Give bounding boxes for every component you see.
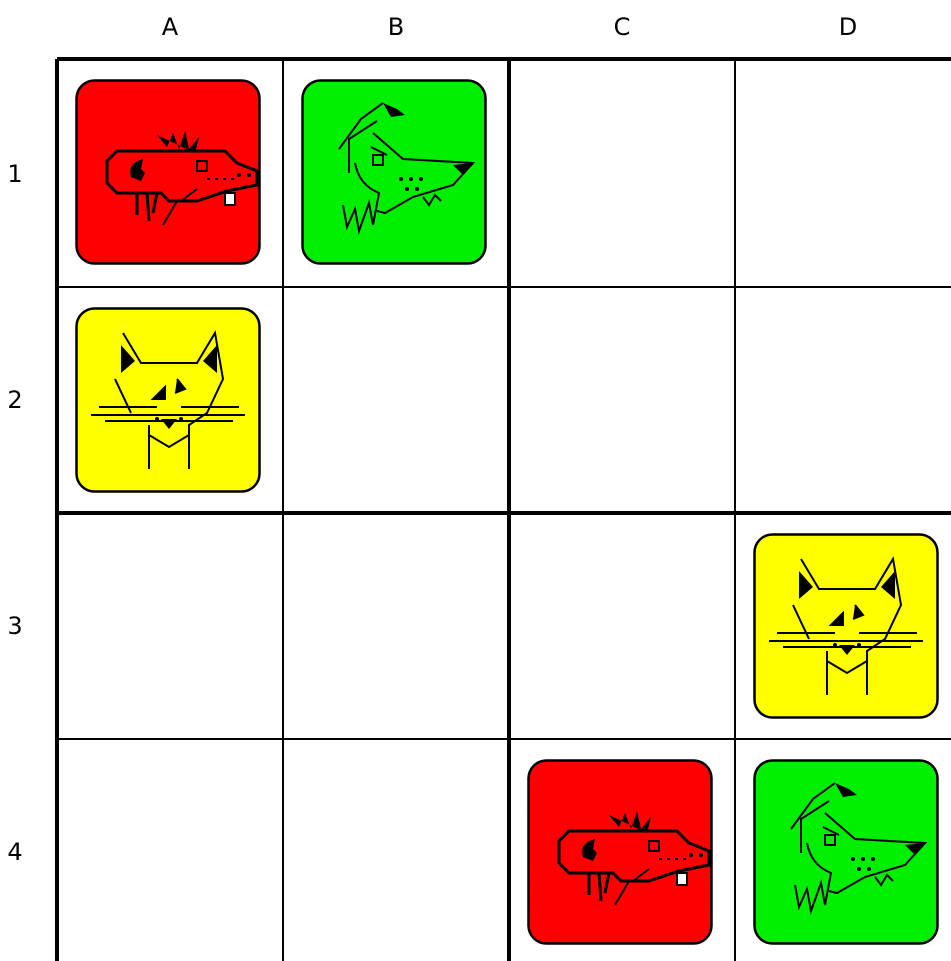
board-cell-a4[interactable]	[57, 739, 283, 961]
board-cell-b2[interactable]	[283, 287, 509, 513]
board-cell-c3[interactable]	[509, 513, 735, 739]
rat-piece-c4[interactable]	[527, 759, 713, 945]
wolf-piece-b1[interactable]	[301, 79, 487, 265]
board-cell-c1[interactable]	[509, 59, 735, 285]
board-cell-d1[interactable]	[735, 59, 951, 285]
cat-piece-d3[interactable]	[753, 533, 939, 719]
wolf-piece-d4[interactable]	[753, 759, 939, 945]
board-cell-c2[interactable]	[509, 287, 735, 513]
board-cell-a3[interactable]	[57, 513, 283, 739]
cat-piece-a2[interactable]	[75, 307, 261, 493]
board-cell-b3[interactable]	[283, 513, 509, 739]
board-cell-d2[interactable]	[735, 287, 951, 513]
board-cell-b4[interactable]	[283, 739, 509, 961]
rat-piece-a1[interactable]	[75, 79, 261, 265]
